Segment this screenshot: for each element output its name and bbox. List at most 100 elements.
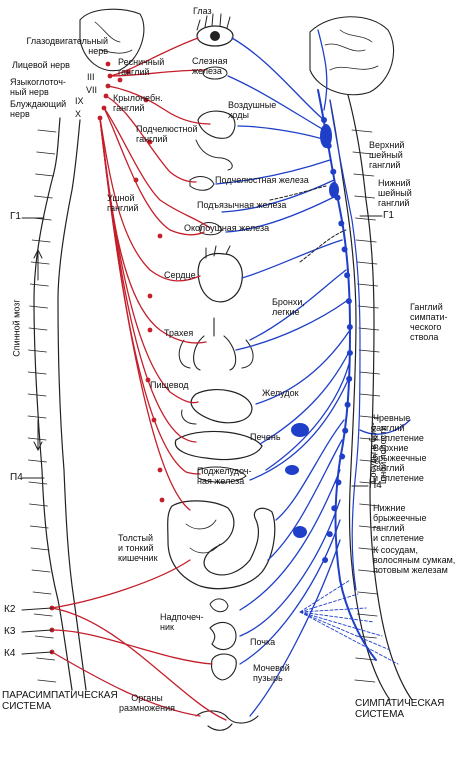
label-sympathetic-trunk-ganglion: Ганглий симпати- ческого ствола [410,302,448,342]
label-celiac-ganglion: Чревные ганглий и сплетение [373,413,424,443]
dashed-fiber-lower [299,229,347,263]
sympathetic-fiber [235,299,349,351]
liver-organ [174,430,263,461]
right-vertebra-tick [355,217,376,221]
label-reproductive-organs: Органы размножения [119,693,175,713]
label-cn-10: X [75,109,82,119]
sympathetic-fiber [239,469,341,611]
label-g1-left: Г1 [10,211,21,222]
right-brain-gyri [324,29,379,71]
label-spinal-cord: Спинной мозг [11,299,22,357]
left-vertebra-tick [27,437,47,441]
eyelashes [196,13,231,31]
sympathetic-chain-ganglion [322,557,329,563]
parasympathetic-ganglion-dot [117,77,123,83]
right-vertebra-tick [357,569,379,573]
left-brain-gyri [94,21,133,54]
sympathetic-fiber [259,349,351,445]
sympathetic-fiber [359,419,411,435]
label-kidney: Почка [250,637,276,647]
label-sublingual-gland: Подъязычная железа [197,200,287,210]
left-vertebra-tick [37,679,57,683]
right-spine-outline-outer [347,94,413,701]
sympathetic-chain-ganglion [339,453,346,460]
sympathetic-vessel-ray [299,611,399,665]
heart-organ [197,252,243,303]
parasympathetic-ganglion-dot [107,73,113,79]
sympathetic-chain-ganglion [331,505,338,512]
label-cn-9: IX [75,96,84,106]
label-eye: Глаз [193,6,212,16]
left-vertebra-tick [33,195,53,199]
label-k4: К4 [4,648,16,659]
left-vertebra-tick [29,283,49,287]
label-vagus-nerve: Блуждающий нерв [10,99,67,119]
left-vertebra-tick [27,371,47,375]
adrenal-organ [209,598,229,613]
right-vertebra-tick [355,657,377,661]
parasympathetic-ganglion-dot [101,105,107,111]
sympathetic-fiber [249,379,349,481]
sympathetic-vessel-ray [299,611,383,637]
label-sympathetic-system: СИМПАТИЧЕСКАЯ СИСТЕМА [355,698,445,720]
label-submandibular-gland: Подчелюстная железа [215,175,309,185]
parasympathetic-ganglion-dot [147,327,153,333]
sympathetic-chain-ganglion [344,272,351,279]
sympathetic-chain-ganglion [326,531,333,538]
label-pancreas: Поджелудоч- ная железа [197,466,252,486]
label-trachea: Трахея [164,328,194,338]
right-vertebra-tick [357,591,379,595]
sympathetic-fiber [239,499,341,637]
parasympathetic-fiber [99,117,191,511]
sympathetic-chain-ganglion [342,427,349,434]
sympathetic-fiber [227,75,325,131]
parasympathetic-fiber [103,107,205,236]
sympathetic-vessel-ray [299,579,351,613]
label-k2: К2 [4,604,16,615]
label-p4-right: П4 [369,480,382,491]
right-vertebra-tick [354,679,376,683]
right-vertebra-tick [352,151,374,155]
sympathetic-fiber [255,329,351,405]
eye-organ [196,25,234,47]
left-vertebra-tick [28,481,48,485]
parasympathetic-fiber [51,629,213,665]
label-k3: К3 [4,626,16,637]
label-stomach: Желудок [262,388,299,398]
label-otic-ganglion: Ушной ганглий [107,193,139,213]
sympathetic-chain-ganglion [341,246,348,253]
left-vertebra-tick [29,503,48,507]
intestines-organ [167,500,276,590]
parasympathetic-ganglion-dot [147,139,153,145]
right-vertebra-tick [359,437,381,441]
right-vertebra-tick [359,459,381,463]
sympathetic-fiber [225,195,337,233]
parasympathetic-ganglion-dot [125,69,131,75]
superior-cervical-ganglion-shape [320,124,332,148]
heart-vessels [205,245,231,259]
parasympathetic-fiber [105,95,197,183]
parasympathetic-ganglion-dot [143,97,149,103]
label-liver: Печень [250,432,281,442]
sympathetic-chain-ganglion [346,375,353,382]
right-vertebra-tick [359,481,381,485]
label-adrenal: Надпочеч- ник [160,612,204,632]
right-vertebra-tick [359,415,381,419]
label-cn-7: VII [86,85,98,95]
right-vertebra-tick [358,327,380,331]
left-vertebra-tick [30,547,50,551]
left-vertebra-tick [28,327,48,331]
right-vertebra-tick [359,393,381,397]
left-vertebra-tick [36,657,55,661]
sympathetic-fiber [265,359,351,471]
esophagus-organ [181,409,197,425]
label-parasympathetic-system: ПАРАСИМПАТИЧЕСКАЯ СИСТЕМА [2,690,118,712]
label-lacrimal-gland: Слезная железа [192,56,228,76]
left-vertebra-tick [32,591,52,595]
right-vertebra-tick [355,239,377,243]
label-parotid-gland: Околоушная железа [184,223,270,233]
sympathetic-fiber [231,37,325,121]
sympathetic-chain-ganglion [344,401,351,408]
sympathetic-fiber [241,239,343,279]
bladder-organ [210,653,237,681]
